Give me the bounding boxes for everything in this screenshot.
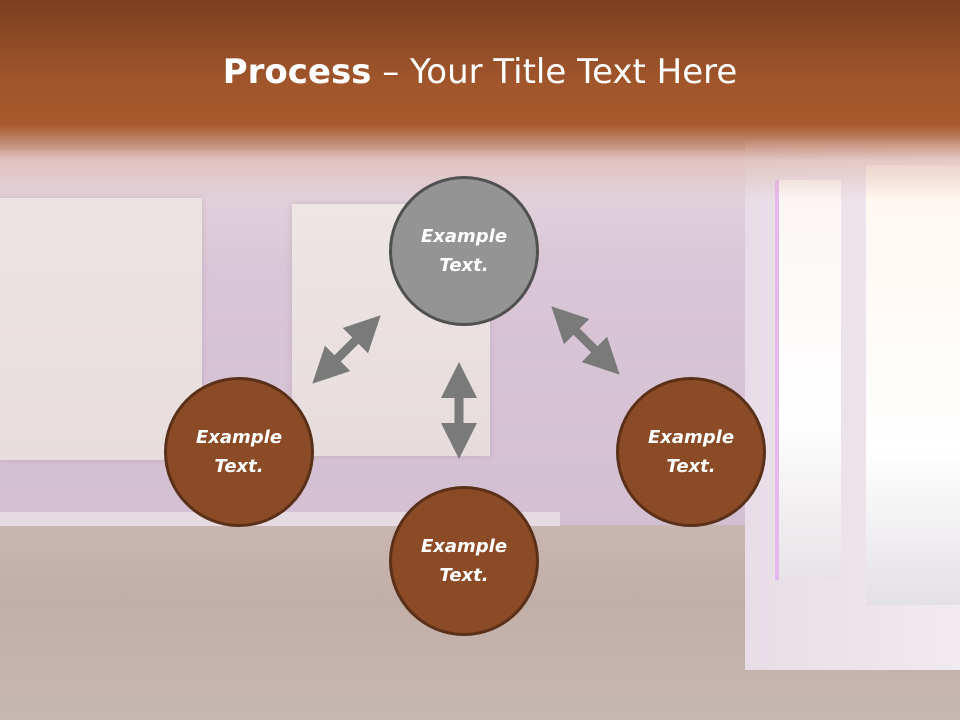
header-band <box>0 0 960 200</box>
process-node-left: Example Text. <box>164 377 314 527</box>
arrow-top-left <box>312 315 381 384</box>
node-left-line1: Example <box>195 427 283 448</box>
arrow-top-right <box>551 306 620 375</box>
process-node-bottom: Example Text. <box>389 486 539 636</box>
background-window-glass-far <box>866 165 960 605</box>
background-window-glass <box>775 180 841 580</box>
node-top-line1: Example <box>420 226 508 247</box>
node-left-line2: Text. <box>214 456 264 477</box>
node-bottom-line1: Example <box>420 536 508 557</box>
node-right-line2: Text. <box>666 456 716 477</box>
title-bold-part: Process <box>222 52 372 92</box>
title-rest: – Your Title Text Here <box>371 52 738 92</box>
slide-title: Process – Your Title Text Here <box>0 52 960 92</box>
background-wall-panel-left <box>0 198 202 460</box>
process-node-right: Example Text. <box>616 377 766 527</box>
process-node-top: Example Text. <box>389 176 539 326</box>
node-top-line2: Text. <box>439 255 489 276</box>
node-bottom-line2: Text. <box>439 565 489 586</box>
node-right-line1: Example <box>647 427 735 448</box>
